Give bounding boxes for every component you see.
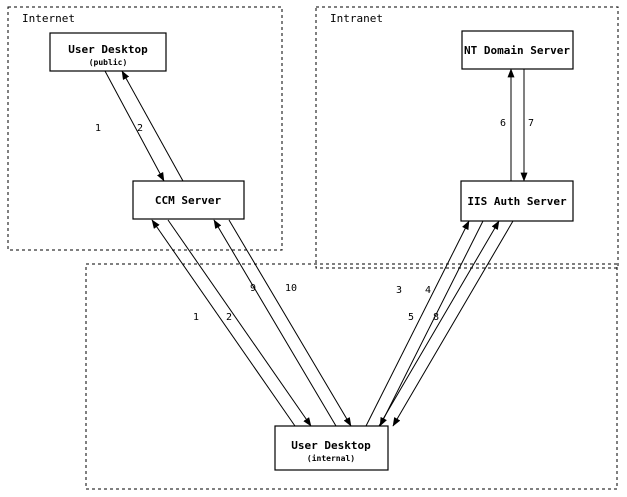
node-box-ccm-server — [132, 180, 245, 220]
node-label-iis-auth-server: IIS Auth Server — [467, 195, 567, 208]
node-label-nt-domain-server: NT Domain Server — [464, 44, 570, 57]
node-user-desktop-internal[interactable]: User Desktop(internal) — [274, 425, 389, 471]
flow-arrow-flow-2-internal — [167, 219, 312, 427]
node-user-desktop-public[interactable]: User Desktop(public) — [49, 32, 167, 72]
flow-step-label-flow-1-internal: 1 — [193, 312, 199, 323]
node-iis-auth-server[interactable]: IIS Auth Server — [460, 180, 574, 222]
node-box-nt-domain-server — [461, 30, 574, 70]
node-sublabel-user-desktop-public: (public) — [89, 57, 128, 67]
flow-step-label-flow-1-public: 1 — [95, 123, 101, 134]
flow-step-label-flow-9: 9 — [250, 283, 256, 294]
flow-labels-layer: 1 2 1 2 9 10 3 4 5 8 6 7 — [95, 118, 534, 323]
flow-arrow-flow-3 — [365, 220, 470, 427]
flow-step-label-flow-3: 3 — [396, 285, 402, 296]
node-sublabel-user-desktop-internal: (internal) — [307, 453, 355, 463]
node-ccm-server[interactable]: CCM Server — [132, 180, 245, 220]
flows-layer — [104, 68, 528, 427]
flow-arrow-flow-4 — [379, 220, 484, 427]
flow-step-label-flow-7: 7 — [528, 118, 534, 129]
flow-step-label-flow-10: 10 — [285, 283, 297, 294]
flow-step-label-flow-2-internal: 2 — [226, 312, 232, 323]
node-label-ccm-server: CCM Server — [155, 194, 222, 207]
node-box-iis-auth-server — [460, 180, 574, 222]
flow-step-label-flow-2-public: 2 — [137, 123, 143, 134]
flow-step-label-flow-6: 6 — [500, 118, 506, 129]
node-nt-domain-server[interactable]: NT Domain Server — [461, 30, 574, 70]
flow-step-label-flow-5: 5 — [408, 312, 414, 323]
zone-label-intranet: Intranet — [330, 12, 383, 25]
zone-boundary-internal-lan — [85, 263, 618, 490]
zone-boundary-internet — [7, 6, 283, 251]
flow-arrow-flow-8 — [392, 220, 514, 427]
flow-arrow-flow-10 — [228, 219, 352, 427]
flow-arrow-flow-1-public — [104, 70, 165, 182]
node-box-user-desktop-public — [49, 32, 167, 72]
zone-boundary-intranet — [315, 6, 619, 269]
flow-step-label-flow-8: 8 — [433, 312, 439, 323]
node-label-user-desktop-internal: User Desktop — [291, 439, 371, 452]
flow-arrow-flow-1-internal — [151, 219, 296, 427]
node-box-user-desktop-internal — [274, 425, 389, 471]
zones-layer: Internet Intranet — [7, 6, 619, 490]
node-label-user-desktop-public: User Desktop — [68, 43, 148, 56]
flow-arrow-flow-9 — [213, 219, 337, 427]
zone-label-internet: Internet — [22, 12, 75, 25]
flow-arrow-flow-2-public — [121, 70, 184, 182]
flow-arrow-flow-5 — [378, 220, 500, 427]
flow-step-label-flow-4: 4 — [425, 285, 431, 296]
